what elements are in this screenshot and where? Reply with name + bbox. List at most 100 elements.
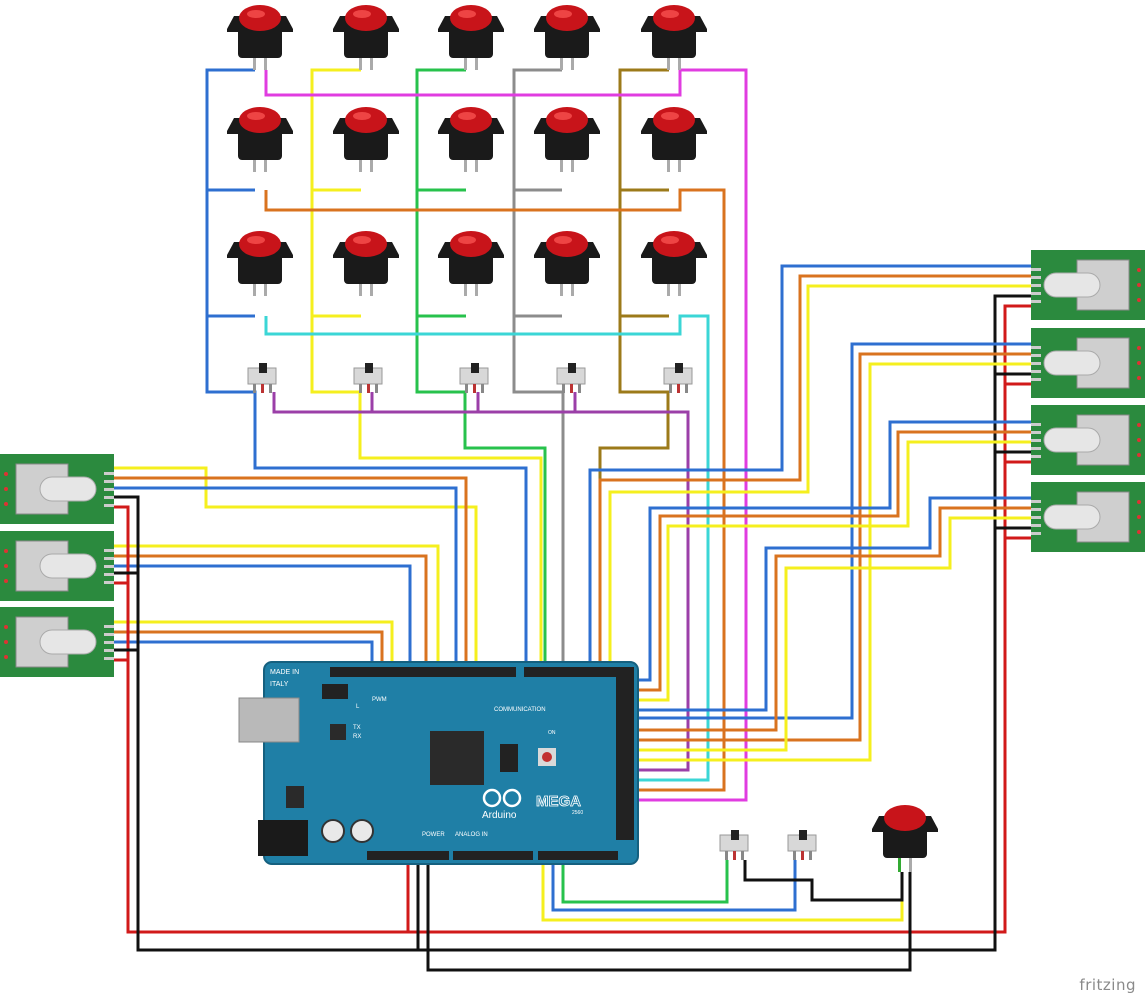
analog-header <box>453 851 533 860</box>
encoder-pin <box>1031 292 1041 295</box>
pushbutton <box>333 231 399 296</box>
encoder-knob <box>1043 504 1101 530</box>
button-cap <box>345 107 387 133</box>
encoder-pin <box>104 625 114 628</box>
slide-switch <box>663 363 693 393</box>
switch-leg <box>261 384 264 393</box>
encoder-pin <box>104 641 114 644</box>
encoder-led <box>1137 361 1141 365</box>
switch-leg <box>473 384 476 393</box>
encoder-pin <box>104 549 114 552</box>
button-body <box>238 128 282 160</box>
encoder-pin <box>1031 276 1041 279</box>
button-leg <box>264 58 267 70</box>
power-jack <box>258 820 308 856</box>
slide-switch <box>556 363 586 393</box>
pushbutton <box>438 107 504 172</box>
rotary-encoder <box>0 607 114 677</box>
button-cap <box>239 107 281 133</box>
switch-leg <box>562 384 565 393</box>
parts-layer <box>0 5 1145 872</box>
encoder-pin <box>1031 346 1041 349</box>
wire-gray <box>512 68 565 800</box>
button-cap <box>345 5 387 31</box>
wire-orange <box>114 476 468 672</box>
encoder-led <box>4 487 8 491</box>
encoder-pin <box>1031 508 1041 511</box>
button-leg <box>909 858 912 872</box>
encoder-pin <box>104 581 114 584</box>
encoder-pin <box>104 649 114 652</box>
button-cap <box>450 107 492 133</box>
button-highlight <box>247 10 265 18</box>
button-leg <box>475 160 478 172</box>
button-body <box>344 26 388 58</box>
encoder-pin <box>1031 524 1041 527</box>
switch-leg <box>367 384 370 393</box>
switch-leg <box>269 384 272 393</box>
wire-blue <box>114 486 458 672</box>
button-leg <box>667 58 670 70</box>
button-cap <box>884 805 926 831</box>
button-highlight <box>353 112 371 120</box>
button-leg <box>678 284 681 296</box>
pushbutton <box>227 231 293 296</box>
switch-leg <box>570 384 573 393</box>
encoder-led <box>4 625 8 629</box>
power-header <box>367 851 449 860</box>
button-body <box>344 128 388 160</box>
switch-leg <box>669 384 672 393</box>
wire-blue <box>114 564 412 672</box>
encoder-led <box>1137 453 1141 457</box>
encoder-knob <box>39 553 97 579</box>
button-leg <box>359 58 362 70</box>
wire-black <box>426 860 912 972</box>
encoder-led <box>1137 530 1141 534</box>
rotary-encoder <box>1031 405 1145 475</box>
encoder-led <box>1137 298 1141 302</box>
encoder-led <box>4 655 8 659</box>
encoder-led <box>4 640 8 644</box>
button-cap <box>653 231 695 257</box>
watermark: fritzing <box>1079 976 1136 994</box>
pushbutton <box>333 5 399 70</box>
button-body <box>545 26 589 58</box>
pushbutton <box>534 5 600 70</box>
rotary-encoder <box>0 531 114 601</box>
encoder-pin <box>104 488 114 491</box>
encoder-led <box>1137 500 1141 504</box>
switch-leg <box>578 384 581 393</box>
button-body <box>449 252 493 284</box>
board-tx: TX <box>353 725 361 731</box>
encoder-led <box>1137 283 1141 287</box>
wire-yellow <box>114 544 440 672</box>
button-cap <box>653 5 695 31</box>
small-chip <box>330 724 346 740</box>
button-highlight <box>554 236 572 244</box>
button-leg <box>667 160 670 172</box>
board-model: MEGA <box>536 793 581 810</box>
button-leg <box>475 284 478 296</box>
icsp2-header <box>500 744 518 772</box>
switch-lever <box>731 830 739 840</box>
board-rx: RX <box>353 734 361 740</box>
slide-switch <box>353 363 383 393</box>
switch-lever <box>471 363 479 373</box>
button-body <box>883 826 927 858</box>
button-highlight <box>661 112 679 120</box>
capacitor <box>321 819 345 843</box>
encoder-pin <box>1031 284 1041 287</box>
button-leg <box>678 58 681 70</box>
button-highlight <box>353 236 371 244</box>
wires-layer <box>114 68 1031 972</box>
button-leg <box>264 160 267 172</box>
button-highlight <box>247 112 265 120</box>
encoder-knob <box>1043 427 1101 453</box>
button-leg <box>571 284 574 296</box>
analog-header-2 <box>538 851 618 860</box>
pushbutton <box>438 5 504 70</box>
pushbutton <box>534 231 600 296</box>
pushbutton <box>438 231 504 296</box>
encoder-led <box>1137 268 1141 272</box>
wire-purple <box>272 392 690 772</box>
